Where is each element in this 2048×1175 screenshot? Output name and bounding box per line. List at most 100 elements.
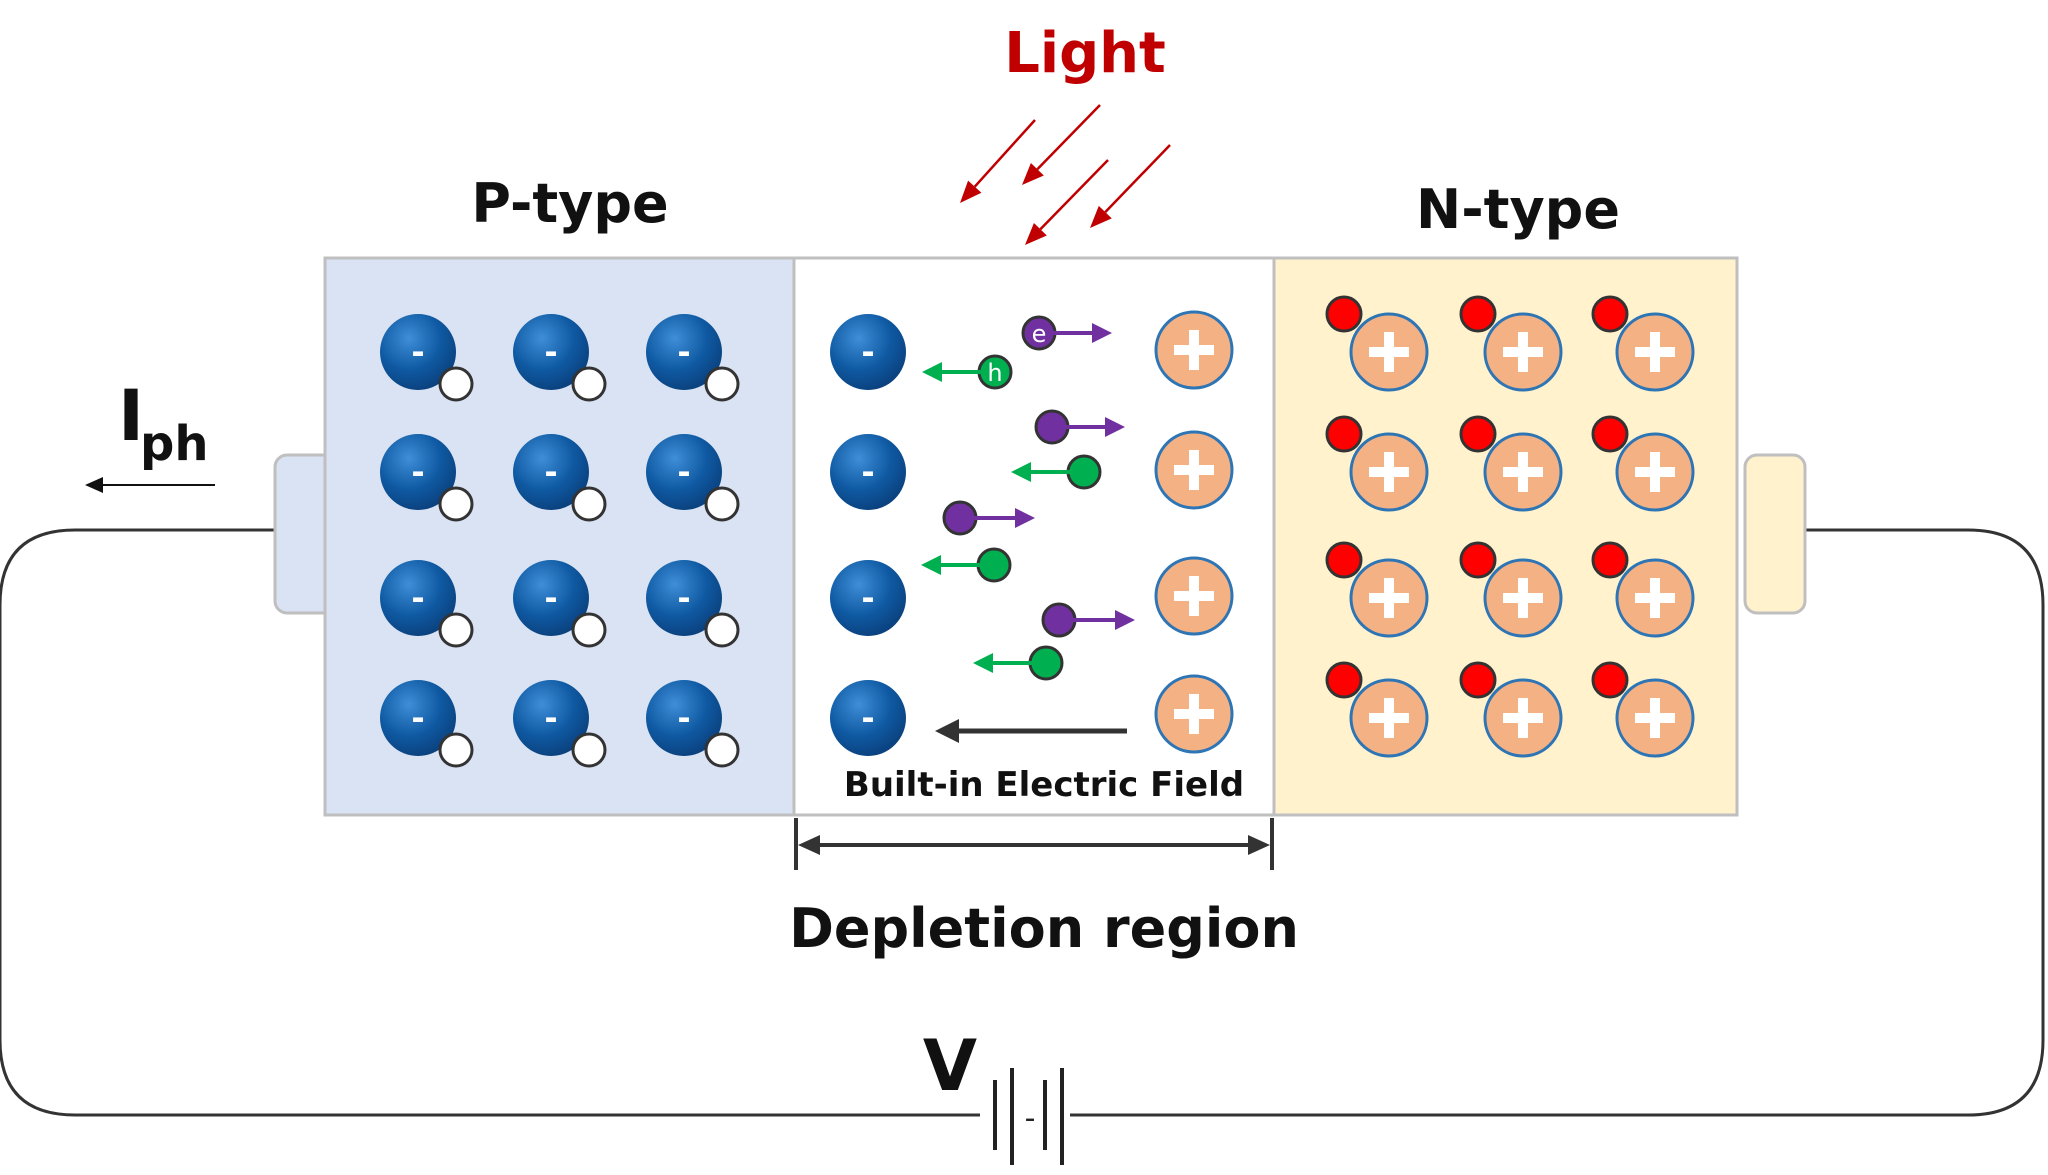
light-ray-arrow <box>1022 104 1101 185</box>
acceptor-ion: - <box>380 560 474 648</box>
donor-ion <box>1591 295 1695 392</box>
acceptor-ion-sign: - <box>861 579 874 617</box>
free-electron <box>1591 661 1629 699</box>
acceptor-ion: - <box>830 434 906 510</box>
hole-carrier <box>438 612 474 648</box>
acceptor-ion: - <box>380 314 474 402</box>
hole-carrier-moving: h <box>977 354 1013 390</box>
acceptor-ion-sign: - <box>544 453 557 491</box>
acceptor-ion: - <box>646 434 740 522</box>
particles-layer: ----------------eh <box>380 295 1695 768</box>
hole-body <box>1028 645 1064 681</box>
acceptor-ion-sign: - <box>411 453 424 491</box>
hole-carrier <box>704 486 740 522</box>
donor-plus-v <box>1650 452 1660 492</box>
light-ray-arrow-shaft <box>1036 104 1101 171</box>
electron-drift-arrow-head <box>1015 508 1035 528</box>
acceptor-ion-sign: - <box>677 453 690 491</box>
free-electron <box>1591 541 1629 579</box>
light-label: Light <box>1004 21 1166 86</box>
acceptor-ion-body <box>830 314 906 390</box>
donor-ion <box>1459 295 1563 392</box>
acceptor-ion-body <box>646 434 722 510</box>
electric-field-arrow-head <box>935 719 959 743</box>
acceptor-ion-sign: - <box>544 579 557 617</box>
donor-ion <box>1325 661 1429 758</box>
electron-drift-arrow <box>1073 610 1135 630</box>
built-in-field-label: Built-in Electric Field <box>844 765 1244 805</box>
hole-body <box>1066 454 1102 490</box>
acceptor-ion: - <box>513 314 607 402</box>
hole-drift-arrow-head <box>921 555 941 575</box>
acceptor-ion-sign: - <box>411 699 424 737</box>
electron-body <box>1034 409 1070 445</box>
photocurrent-arrow-head <box>85 477 103 493</box>
acceptor-ion-body <box>380 434 456 510</box>
electron-carrier <box>942 500 978 536</box>
donor-plus-v <box>1189 694 1199 734</box>
donor-plus-v <box>1650 698 1660 738</box>
light-ray-arrow-shaft <box>1104 144 1171 214</box>
acceptor-ion-body <box>513 434 589 510</box>
acceptor-ion-sign: - <box>677 333 690 371</box>
hole-carrier <box>438 486 474 522</box>
depletion-bar-right-arrow-head <box>1248 835 1270 855</box>
acceptor-ion: - <box>830 560 906 636</box>
acceptor-ion-body <box>646 560 722 636</box>
acceptor-ion-body <box>380 314 456 390</box>
acceptor-ion-sign: - <box>861 333 874 371</box>
hole-drift-arrow <box>921 555 980 575</box>
donor-plus-v <box>1650 332 1660 372</box>
acceptor-ion: - <box>513 560 607 648</box>
free-electron <box>1459 415 1497 453</box>
hole-carrier <box>704 366 740 402</box>
free-electron <box>1325 415 1363 453</box>
electron-drift-arrow-head <box>1115 610 1135 630</box>
hole-symbol: h <box>987 359 1002 387</box>
photocurrent-symbol: I <box>118 375 144 457</box>
acceptor-ion: - <box>646 680 740 768</box>
acceptor-ion: - <box>646 560 740 648</box>
acceptor-ion-sign: - <box>677 579 690 617</box>
acceptor-ion: - <box>380 680 474 768</box>
acceptor-ion-body <box>830 434 906 510</box>
light-ray-arrow-shaft <box>1039 159 1109 231</box>
electron-drift-arrow <box>1053 323 1112 343</box>
donor-plus-v <box>1384 452 1394 492</box>
donor-ion <box>1154 430 1234 510</box>
acceptor-ion-sign: - <box>411 333 424 371</box>
donor-plus-v <box>1650 578 1660 618</box>
light-ray-arrow <box>1025 159 1109 245</box>
donor-ion <box>1154 310 1234 390</box>
hole-body <box>976 547 1012 583</box>
arrows-layer <box>85 104 1274 870</box>
hole-carrier <box>438 732 474 768</box>
acceptor-ion-body <box>830 560 906 636</box>
voltage-label: V <box>923 1025 977 1107</box>
photocurrent-subscript: ph <box>140 416 209 472</box>
light-ray-arrow <box>960 119 1036 203</box>
n-contact-tab <box>1743 453 1807 615</box>
acceptor-ion-body <box>646 680 722 756</box>
hole-drift-arrow-head <box>973 653 993 673</box>
hole-carrier <box>571 366 607 402</box>
acceptor-ion: - <box>380 434 474 522</box>
depletion-bar-left-arrow <box>798 835 1034 855</box>
depletion-bar-right-arrow <box>1034 835 1270 855</box>
electron-symbol: e <box>1032 320 1047 348</box>
acceptor-ion-sign: - <box>411 579 424 617</box>
acceptor-ion-sign: - <box>544 699 557 737</box>
donor-ion <box>1154 556 1234 636</box>
acceptor-ion-sign: - <box>544 333 557 371</box>
hole-drift-arrow-head <box>1011 462 1031 482</box>
donor-plus-v <box>1518 698 1528 738</box>
donor-plus-v <box>1189 330 1199 370</box>
light-ray-arrow-shaft <box>973 119 1036 188</box>
depletion-region-label: Depletion region <box>789 897 1299 960</box>
free-electron <box>1459 661 1497 699</box>
electron-carrier <box>1041 602 1077 638</box>
acceptor-ion: - <box>513 434 607 522</box>
donor-plus-v <box>1518 332 1528 372</box>
donor-ion <box>1325 295 1429 392</box>
